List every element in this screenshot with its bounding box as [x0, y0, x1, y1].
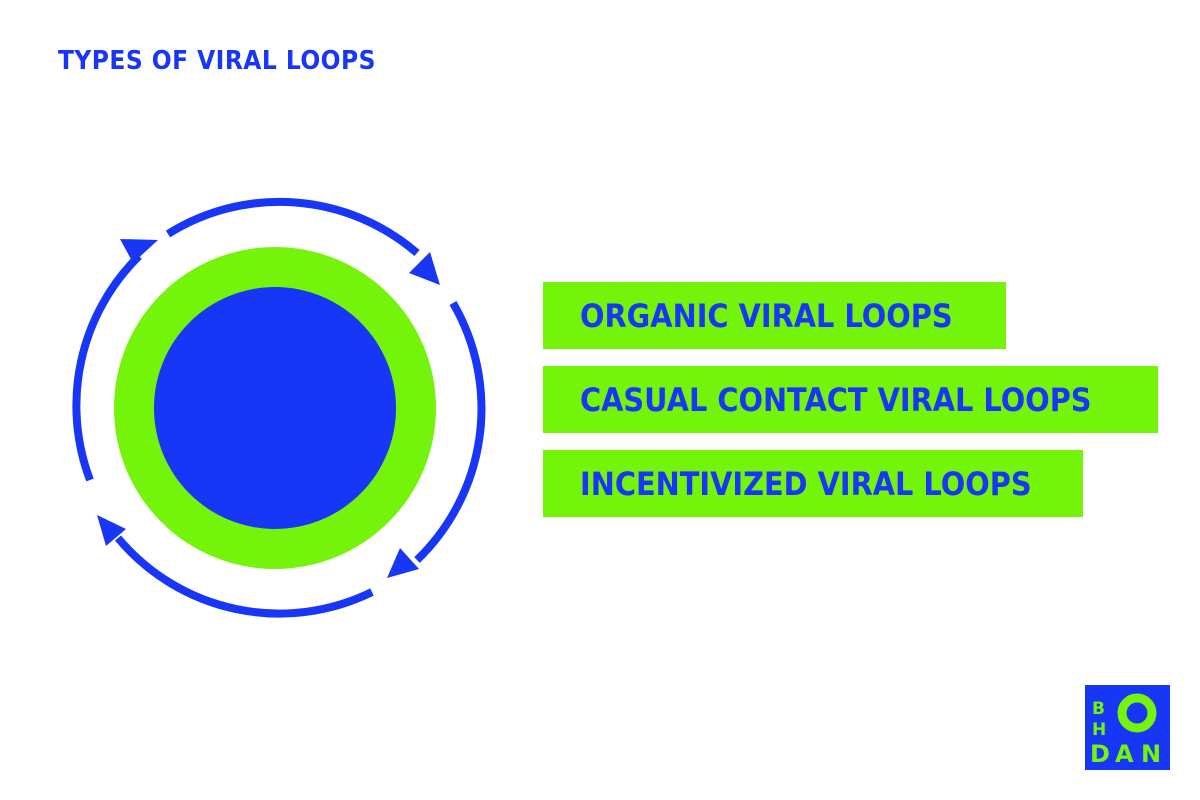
logo-mark: B H D A N: [1090, 693, 1161, 768]
arrow-arc-top: [165, 197, 420, 257]
arrow-head-bottom-right: [387, 548, 419, 578]
loop-type-label: CASUAL CONTACT VIRAL LOOPS: [580, 381, 1092, 419]
arrow-head-bottom-left: [97, 515, 126, 546]
arrow-arc-bottom: [114, 535, 374, 618]
arrow-head-top-right: [409, 252, 440, 285]
inner-blue-circle: [154, 287, 396, 529]
arrow-arc-right: [414, 300, 486, 563]
arrow-heads: [97, 239, 440, 578]
cycle-arrows: [72, 197, 486, 618]
loop-type-organic: ORGANIC VIRAL LOOPS: [543, 282, 1006, 349]
logo-letter-a: A: [1115, 740, 1134, 768]
logo-letter-d: D: [1090, 740, 1110, 768]
loop-type-incentivized: INCENTIVIZED VIRAL LOOPS: [543, 450, 1083, 517]
logo-letter-n: N: [1141, 740, 1161, 768]
logo-letter-h: H: [1092, 720, 1106, 740]
page-title: TYPES OF VIRAL LOOPS: [58, 46, 376, 76]
logo-letter-o: [1117, 693, 1157, 733]
arrow-head-top-left: [120, 239, 158, 263]
viral-loop-diagram: [72, 197, 486, 618]
loop-type-label: INCENTIVIZED VIRAL LOOPS: [580, 465, 1032, 503]
logo-letter-b: B: [1092, 699, 1105, 719]
arrow-arc-left: [72, 253, 142, 482]
loop-type-casual-contact: CASUAL CONTACT VIRAL LOOPS: [543, 366, 1158, 433]
bohdan-logo: B H D A N: [1085, 685, 1170, 770]
loop-type-label: ORGANIC VIRAL LOOPS: [580, 297, 953, 335]
